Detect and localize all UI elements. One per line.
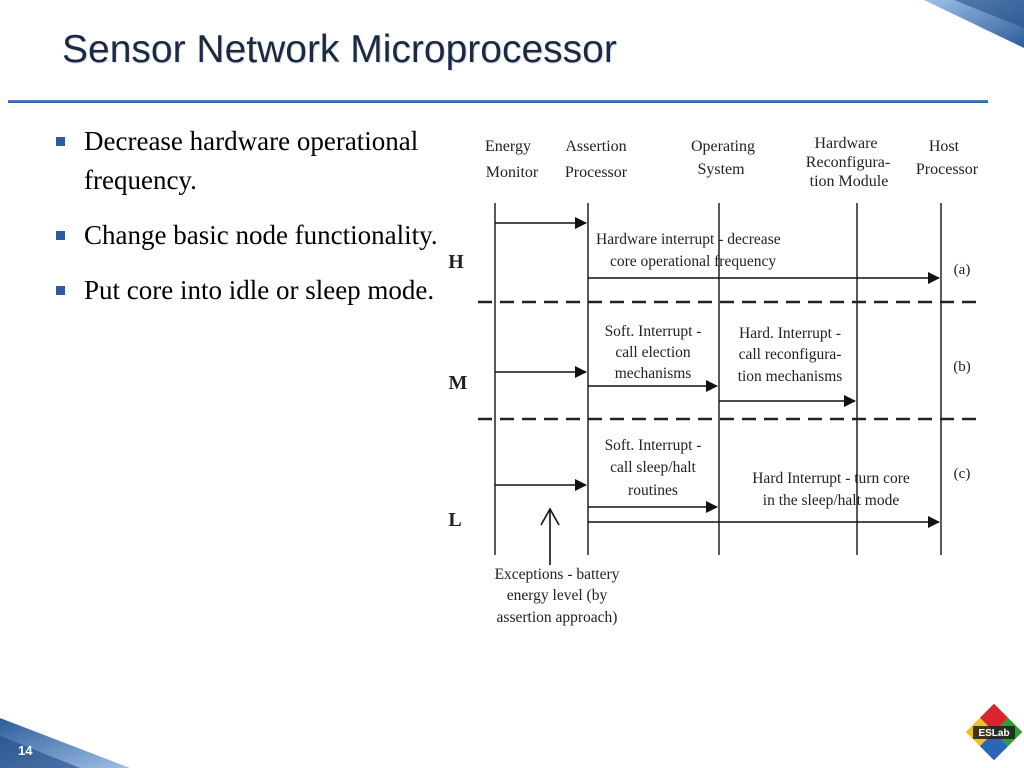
- square-bullet-icon: [56, 137, 65, 146]
- bullet-text: Put core into idle or sleep mode.: [84, 275, 435, 305]
- svg-text:Processor: Processor: [565, 164, 628, 181]
- message-b-hard: Hard. Interrupt - call reconfigura- tion…: [738, 325, 843, 385]
- sequence-diagram: Energy Monitor Assertion Processor Opera…: [448, 135, 980, 626]
- svg-text:routines: routines: [628, 482, 678, 499]
- svg-text:tion mechanisms: tion mechanisms: [738, 368, 843, 385]
- bullet-text: Change basic node functionality.: [84, 220, 438, 250]
- svg-text:System: System: [697, 161, 745, 178]
- actor-operating-system: Operating System: [691, 138, 755, 178]
- level-label-low: L: [448, 509, 461, 531]
- svg-text:tion Module: tion Module: [810, 173, 889, 190]
- svg-text:call sleep/halt: call sleep/halt: [610, 459, 696, 476]
- square-bullet-icon: [56, 231, 65, 240]
- bullet-item: Put core into idle or sleep mode.: [56, 271, 446, 310]
- level-label-medium: M: [449, 372, 468, 394]
- actor-energy-monitor: Energy Monitor: [485, 138, 539, 181]
- bullet-text: Decrease hardware operational frequency.: [84, 126, 419, 195]
- case-label-b: (b): [953, 359, 971, 375]
- svg-text:assertion approach): assertion approach): [497, 609, 618, 626]
- corner-decoration-bottom-left: [0, 718, 130, 768]
- message-b-soft: Soft. Interrupt - call election mechanis…: [605, 323, 702, 382]
- message-c-soft: Soft. Interrupt - call sleep/halt routin…: [605, 437, 702, 499]
- svg-text:core operational frequency: core operational frequency: [610, 253, 776, 270]
- svg-text:Hardware: Hardware: [814, 135, 877, 152]
- svg-text:Monitor: Monitor: [486, 164, 539, 181]
- svg-text:Energy: Energy: [485, 138, 531, 155]
- svg-text:Assertion: Assertion: [565, 138, 626, 155]
- actor-host-processor: Host Processor: [916, 138, 979, 178]
- exceptions-note: Exceptions - battery energy level (by as…: [495, 566, 620, 626]
- svg-text:Soft. Interrupt -: Soft. Interrupt -: [605, 323, 702, 340]
- case-label-a: (a): [954, 262, 971, 278]
- level-label-high: H: [448, 251, 464, 273]
- svg-text:Soft. Interrupt -: Soft. Interrupt -: [605, 437, 702, 454]
- slide-title: Sensor Network Microprocessor: [62, 28, 617, 71]
- lifelines: [494, 203, 942, 555]
- slide-number: 14: [18, 743, 33, 758]
- svg-text:Hard. Interrupt -: Hard. Interrupt -: [739, 325, 841, 342]
- bullet-item: Change basic node functionality.: [56, 216, 446, 255]
- case-label-c: (c): [954, 466, 971, 482]
- svg-text:Exceptions - battery: Exceptions - battery: [495, 566, 620, 583]
- actor-assertion-processor: Assertion Processor: [565, 138, 628, 181]
- bullet-list: Decrease hardware operational frequency.…: [56, 122, 446, 326]
- svg-text:Hardware interrupt - decrease: Hardware interrupt - decrease: [596, 231, 781, 248]
- svg-text:call reconfigura-: call reconfigura-: [739, 346, 842, 363]
- svg-text:Operating: Operating: [691, 138, 755, 155]
- svg-text:energy level (by: energy level (by: [507, 587, 608, 604]
- square-bullet-icon: [56, 286, 65, 295]
- exceptions-pointer: [540, 507, 560, 565]
- title-divider: [8, 100, 988, 103]
- bullet-item: Decrease hardware operational frequency.: [56, 122, 446, 200]
- svg-text:in the sleep/halt mode: in the sleep/halt mode: [763, 492, 900, 509]
- actor-hardware-reconfiguration-module: Hardware Reconfigura- tion Module: [806, 135, 890, 190]
- svg-text:call election: call election: [615, 344, 691, 361]
- message-a: Hardware interrupt - decrease core opera…: [596, 231, 781, 270]
- message-c-hard: Hard Interrupt - turn core in the sleep/…: [752, 470, 910, 509]
- svg-text:Processor: Processor: [916, 161, 979, 178]
- svg-text:Host: Host: [929, 138, 960, 155]
- svg-text:mechanisms: mechanisms: [615, 365, 692, 382]
- corner-decoration-top-right: [924, 0, 1024, 48]
- svg-text:Reconfigura-: Reconfigura-: [806, 154, 890, 171]
- eslab-logo: ESLab: [964, 702, 1024, 762]
- svg-text:Hard Interrupt - turn core: Hard Interrupt - turn core: [752, 470, 910, 487]
- logo-text: ESLab: [978, 728, 1009, 739]
